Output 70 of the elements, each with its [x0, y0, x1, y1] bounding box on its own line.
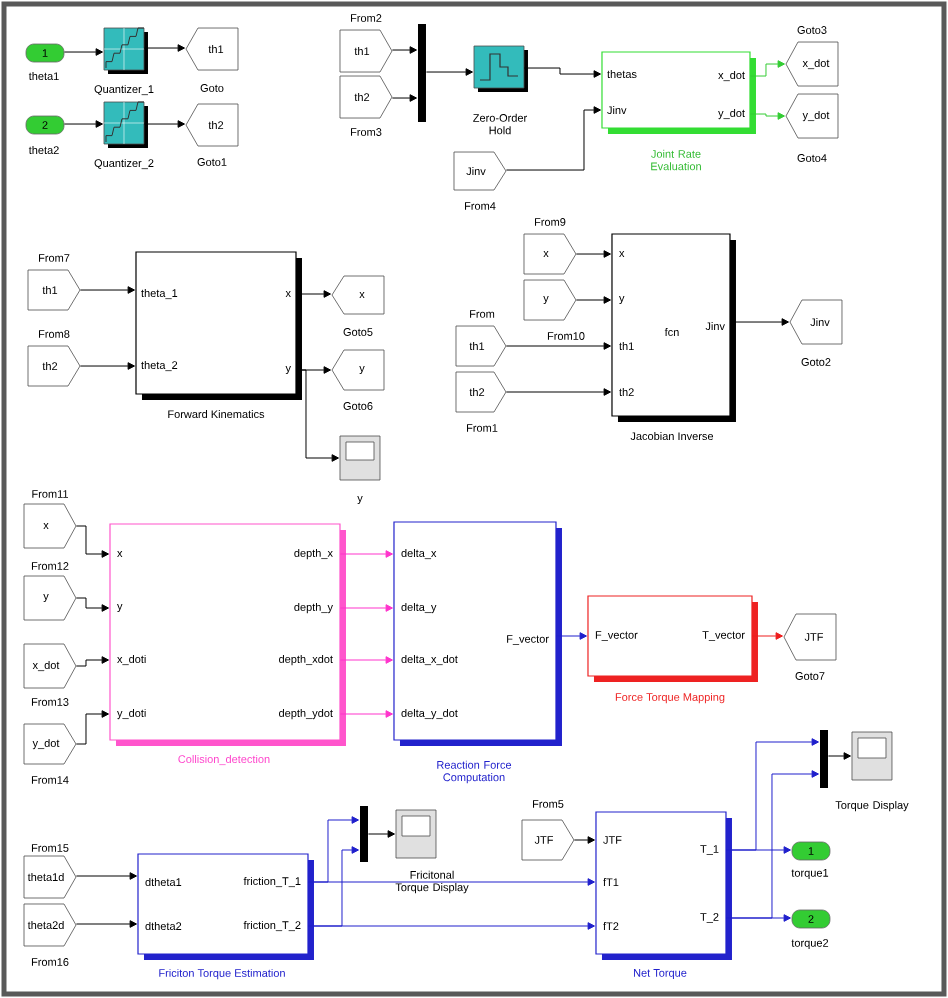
arrow	[75, 872, 137, 880]
hold-block	[473, 45, 528, 92]
from-tag	[23, 643, 77, 689]
arrow	[367, 830, 395, 838]
from-tag	[455, 371, 507, 413]
from-tag	[523, 279, 577, 321]
from-tag	[453, 151, 507, 191]
subsystem-block	[109, 523, 346, 746]
arrow	[339, 656, 393, 664]
arrow	[339, 550, 393, 558]
arrow	[63, 48, 103, 56]
arrow	[63, 120, 103, 128]
arrow	[523, 67, 601, 78]
arrow	[391, 46, 417, 54]
subsystem-block	[601, 51, 756, 134]
from-tag	[23, 503, 77, 549]
from-tag	[521, 819, 575, 861]
arrow	[339, 604, 393, 612]
arrow	[749, 112, 785, 120]
from-tag	[23, 855, 77, 899]
subsystem-block	[393, 521, 562, 746]
goto-tag	[185, 27, 239, 71]
from-tag	[23, 723, 77, 765]
arrow	[425, 68, 473, 76]
arrow	[75, 656, 109, 667]
arrow	[575, 296, 611, 304]
subsystem-block	[135, 251, 302, 400]
from-tag	[27, 345, 81, 387]
goto-tag	[785, 41, 839, 87]
arrow	[75, 597, 109, 612]
goto-tag	[185, 103, 239, 147]
arrow	[75, 920, 137, 928]
from-tag	[455, 325, 507, 367]
subsystem-block	[587, 595, 758, 682]
scope-block	[339, 435, 381, 481]
arrow	[505, 106, 601, 171]
arrow	[143, 120, 185, 128]
arrow	[143, 44, 185, 52]
arrow	[505, 342, 611, 350]
mux-bar	[820, 730, 828, 788]
arrow	[339, 710, 393, 718]
quantizer-block	[103, 101, 148, 148]
arrow	[749, 60, 785, 77]
scope-block	[851, 731, 893, 781]
mux-bar	[360, 806, 368, 862]
arrow	[391, 94, 417, 102]
from-tag	[23, 575, 77, 621]
goto-tag	[789, 299, 843, 345]
arrow	[575, 250, 611, 258]
from-tag	[523, 233, 577, 275]
arrow	[505, 388, 611, 396]
quantizer-block	[103, 27, 148, 74]
arrow	[79, 286, 135, 294]
goto-tag	[331, 275, 385, 315]
arrow	[79, 362, 135, 370]
subsystem-block	[611, 233, 736, 422]
goto-tag	[783, 613, 837, 661]
subsystem-block	[137, 853, 314, 960]
arrow	[573, 836, 595, 844]
subsystem-block	[595, 811, 732, 960]
scope-block	[395, 809, 437, 859]
goto-tag	[785, 93, 839, 139]
goto-tag	[331, 349, 385, 391]
from-tag	[23, 903, 77, 947]
arrow	[75, 525, 109, 558]
from-tag	[27, 269, 81, 311]
arrow	[827, 752, 851, 760]
arrow	[75, 710, 109, 745]
from-tag	[339, 75, 393, 119]
from-tag	[339, 29, 393, 73]
